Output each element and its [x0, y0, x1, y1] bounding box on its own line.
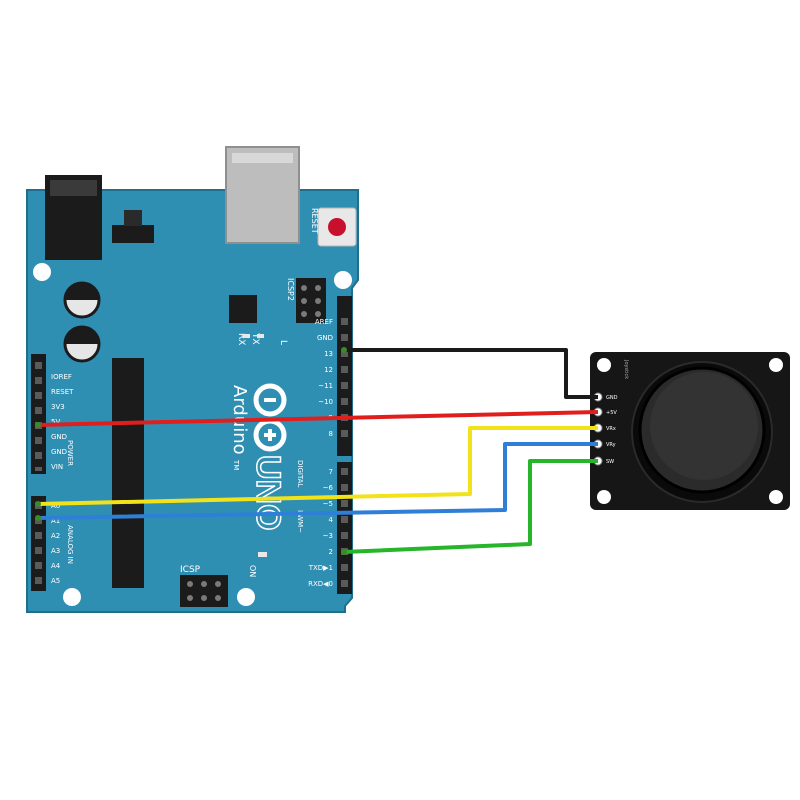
- on-label: ON: [248, 565, 257, 577]
- joystick-mount-hole: [769, 490, 783, 504]
- usb-chip: [229, 295, 257, 323]
- mounting-hole: [33, 263, 51, 281]
- digital-pin-label: AREF: [315, 318, 333, 326]
- analog-pin-label: A2: [51, 532, 60, 540]
- digital-pin-label: 4: [329, 516, 334, 524]
- joystick-knob-top: [650, 372, 758, 480]
- wire-vry: [37, 442, 598, 520]
- capacitor-stripe: [65, 327, 99, 344]
- digital-pin-label: ~3: [323, 532, 333, 540]
- power-pin-labels: IOREF RESET 3V3 5V GND GND VIN: [51, 373, 74, 471]
- joystick-pin-label: GND: [606, 395, 618, 401]
- joystick-pin-label: SW: [606, 459, 614, 465]
- voltage-regulator: [112, 225, 154, 243]
- mounting-hole: [334, 271, 352, 289]
- joystick-pin-label: VRy: [606, 442, 616, 448]
- digital-pin-label: GND: [317, 334, 333, 342]
- joystick-mount-hole: [597, 358, 611, 372]
- pwm-section-label: PWM~: [296, 510, 304, 533]
- mounting-hole: [63, 588, 81, 606]
- power-pin-label: IOREF: [51, 373, 72, 381]
- analog-pin-label: A1: [51, 517, 60, 525]
- digital-pin-label: RXD◀0: [308, 580, 333, 588]
- power-pin-label: GND: [51, 448, 67, 456]
- power-led: [258, 552, 267, 557]
- icsp2-header: [296, 278, 326, 323]
- power-pin-label: RESET: [51, 388, 74, 396]
- wires: [37, 348, 599, 554]
- joystick-pin-label: VRx: [606, 426, 616, 432]
- power-pin-label: GND: [51, 433, 67, 441]
- digital-pin-label: 8: [329, 430, 333, 438]
- power-pin-label: VIN: [51, 463, 63, 471]
- wire-sw: [343, 459, 598, 554]
- mounting-hole: [237, 588, 255, 606]
- digital-pin-label: 7: [329, 468, 333, 476]
- digital-pin-label: ~5: [323, 500, 333, 508]
- usb-connector-top: [232, 153, 293, 163]
- icsp-header: [180, 575, 228, 607]
- digital-pin-label: 2: [329, 548, 333, 556]
- wire-gnd: [344, 348, 598, 399]
- digital-pin-label: ~10: [318, 398, 333, 406]
- digital-pin-label: ~11: [318, 382, 333, 390]
- analog-pin-label: A4: [51, 562, 61, 570]
- reset-button-cap: [328, 218, 346, 236]
- capacitor-stripe: [65, 283, 99, 300]
- wire-vrx: [37, 426, 598, 506]
- wire-end-dots: [35, 347, 347, 555]
- icsp2-label: ICSP2: [286, 278, 295, 301]
- digital-pin-label: ~6: [323, 484, 334, 492]
- regulator-tab: [124, 210, 142, 226]
- power-section-label: POWER: [66, 440, 74, 466]
- digital-header-bottom: [337, 462, 352, 594]
- power-header: [31, 354, 46, 474]
- board-pcb: [26, 189, 359, 613]
- joystick-header-label: Joystick: [623, 359, 629, 379]
- uno-logo: UNO: [249, 455, 287, 531]
- power-pin-label: 3V3: [51, 403, 65, 411]
- rx-label: RX: [236, 333, 246, 345]
- digital-pin-label: 13: [324, 350, 333, 358]
- tx-label: TX: [250, 332, 260, 345]
- analog-section-label: ANALOG IN: [66, 525, 74, 564]
- joystick-mount-hole: [597, 490, 611, 504]
- analog-header: [31, 496, 46, 591]
- wire-5v: [37, 410, 599, 427]
- analog-pin-label: A0: [51, 502, 60, 510]
- reset-label: RESET: [310, 208, 319, 234]
- icsp-label: ICSP: [180, 565, 201, 575]
- analog-pin-label: A5: [51, 577, 60, 585]
- joystick-pin-label: +5V: [606, 410, 617, 416]
- trademark: TM: [232, 459, 240, 470]
- analog-pin-label: A3: [51, 547, 60, 555]
- atmega-chip: [112, 358, 144, 588]
- digital-header-top: [337, 296, 352, 456]
- digital-pin-label: TXD▶1: [308, 564, 333, 572]
- digital-section-label: DIGITAL: [296, 460, 304, 487]
- power-pin-label: 5V: [51, 418, 60, 426]
- l-label: L: [278, 340, 288, 345]
- dc-jack-top: [50, 180, 97, 196]
- arduino-uno-board: RESET ICSP2 TX RX L Arduino TM UNO: [26, 146, 359, 613]
- joystick-mount-hole: [769, 358, 783, 372]
- digital-pin-label: 12: [324, 366, 333, 374]
